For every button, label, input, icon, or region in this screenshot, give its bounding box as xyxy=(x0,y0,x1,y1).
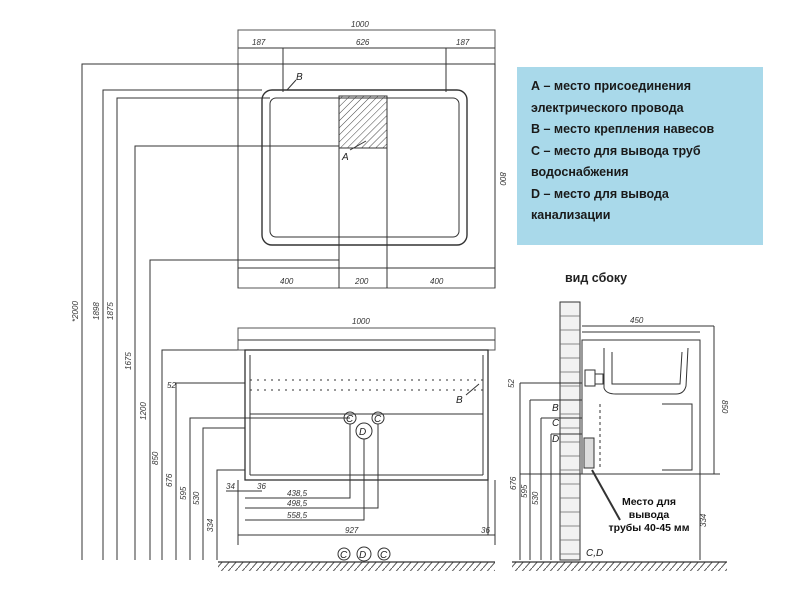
dim-2000: *2000 xyxy=(71,301,80,322)
pipe-note-line3: трубы 40-45 мм xyxy=(608,522,690,534)
front-dim-927: 927 xyxy=(345,526,359,535)
top-view xyxy=(237,29,496,289)
side-view xyxy=(519,301,720,561)
legend-line-d2: канализации xyxy=(531,208,611,222)
side-label-d: D xyxy=(552,434,559,445)
side-height-label: 850 xyxy=(720,400,729,414)
bottom-label-d: D xyxy=(359,550,366,561)
bottom-connection-symbols xyxy=(337,546,391,562)
top-label-a: A xyxy=(341,152,349,163)
front-dim-36b: 36 xyxy=(481,526,490,535)
legend-line-c1: С – место для вывода труб xyxy=(531,143,701,158)
side-view-title: вид сбоку xyxy=(565,271,628,285)
front-dim-4385: 438,5 xyxy=(287,489,308,498)
top-bottom-mid-label: 200 xyxy=(354,277,369,286)
top-seg-mid-label: 626 xyxy=(356,38,370,47)
front-view-labels: 1000 B C C D 52 34 36 438,5 498,5 558,5 … xyxy=(167,317,490,535)
side-dim-530: 530 xyxy=(531,491,540,505)
top-seg-right-label: 187 xyxy=(456,38,470,47)
legend-line-a2: электрического провода xyxy=(531,100,684,115)
pipe-note-line2: вывода xyxy=(628,509,670,521)
top-view-labels: 1000 187 626 187 800 400 200 400 A B xyxy=(252,20,507,286)
side-dim-595: 595 xyxy=(520,484,529,498)
front-dim-5585: 558,5 xyxy=(287,511,308,520)
front-label-c2: C xyxy=(374,414,382,425)
side-dim-334: 334 xyxy=(699,513,708,527)
top-label-b: B xyxy=(296,72,303,83)
dim-1898: 1898 xyxy=(92,302,101,320)
side-label-cd: C,D xyxy=(586,548,603,559)
dim-1875: 1875 xyxy=(106,302,115,320)
dim-530: 530 xyxy=(192,491,201,505)
dim-595: 595 xyxy=(179,486,188,500)
top-seg-left-label: 187 xyxy=(252,38,266,47)
side-label-c: C xyxy=(552,418,560,429)
side-depth-label: 450 xyxy=(630,316,644,325)
front-dim-36: 36 xyxy=(257,482,266,491)
floor-right xyxy=(512,561,727,571)
dim-1675: 1675 xyxy=(124,352,133,370)
legend-line-a1: А – место присоединения xyxy=(531,79,692,93)
legend-line-c2: водоснабжения xyxy=(531,165,629,179)
legend-box: А – место присоединения электрического п… xyxy=(517,67,763,245)
pipe-note: Место для вывода трубы 40-45 мм xyxy=(604,496,694,535)
bottom-connection-labels: C D C xyxy=(340,550,388,561)
top-width-label: 1000 xyxy=(351,20,369,29)
front-dim-52: 52 xyxy=(167,381,176,390)
side-dim-52: 52 xyxy=(507,379,516,388)
vertical-dimension-lines xyxy=(81,63,350,560)
legend-line-b: В – место крепления навесов xyxy=(531,122,715,136)
dim-1200: 1200 xyxy=(139,402,148,420)
dim-850: 850 xyxy=(151,451,160,465)
top-bottom-right-label: 400 xyxy=(430,277,444,286)
side-view-labels: 450 850 52 676 595 530 334 B C D C,D xyxy=(507,316,729,559)
dim-676: 676 xyxy=(165,473,174,487)
pipe-note-line1: Место для xyxy=(621,496,677,508)
side-dim-676: 676 xyxy=(509,476,518,490)
front-dim-34: 34 xyxy=(226,482,235,491)
front-label-c1: C xyxy=(346,414,354,425)
bottom-label-c1: C xyxy=(340,550,348,561)
dim-334: 334 xyxy=(206,518,215,532)
front-label-d: D xyxy=(359,427,366,438)
top-height-label: 800 xyxy=(498,172,507,186)
side-label-b: B xyxy=(552,403,559,414)
floor-left xyxy=(218,561,495,571)
top-bottom-left-label: 400 xyxy=(280,277,294,286)
legend-line-d1: D – место для вывода xyxy=(531,186,669,201)
front-label-b: B xyxy=(456,395,463,406)
front-dim-4985: 498,5 xyxy=(287,499,308,508)
front-width-label: 1000 xyxy=(352,317,370,326)
vertical-dimension-labels: *2000 1898 1875 1675 1200 850 676 595 53… xyxy=(71,301,215,532)
bottom-label-c2: C xyxy=(380,550,388,561)
front-view xyxy=(176,327,496,545)
